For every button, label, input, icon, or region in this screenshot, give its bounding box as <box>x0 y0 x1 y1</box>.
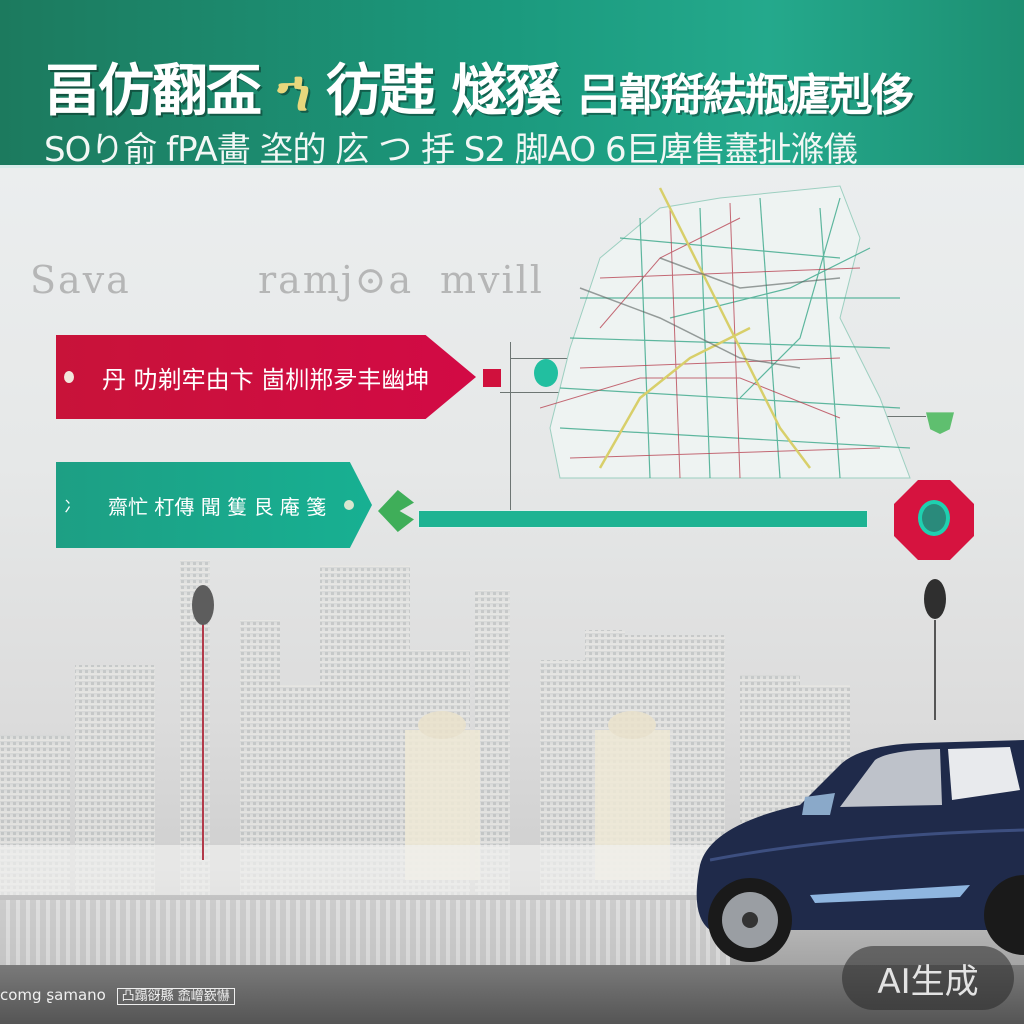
pin-stem <box>934 620 936 720</box>
bullet-dot-icon <box>344 500 355 510</box>
ring-icon <box>918 500 950 536</box>
red-square-marker-icon <box>483 369 501 387</box>
suv-car-image <box>696 740 1024 962</box>
headline-part3: 吕郼搿紶瓶瘧剋侈 <box>576 70 915 121</box>
connector-line <box>510 342 511 510</box>
headline-part1: 畐仿翻盃 <box>44 59 262 124</box>
caption-boxed-text: 凸蹋谺縣 嵞嶒嶔懗 <box>116 988 235 1005</box>
green-arrow-icon <box>378 490 414 532</box>
subheadline: SOり俞 fPA畵 垐的 庅 つ 抙 S2 脚AO 6巨庳售藎扯滌儀 <box>44 130 858 170</box>
faded-label-1: Sava <box>30 258 131 302</box>
connector-line <box>510 358 580 359</box>
green-shield-marker-icon <box>926 412 954 434</box>
connector-line <box>866 416 926 417</box>
faded-label-3: mvill <box>440 258 544 302</box>
teal-info-banner: 冫 齋忙 朾傳 聞 篗 艮 庵 箋 <box>56 462 372 548</box>
header-banner: 畐仿翻盃 ኀ 彷韪 燧豯 吕郼搿紶瓶瘧剋侈 SOり俞 fPA畵 垐的 庅 つ 抙… <box>0 0 1024 170</box>
pin-stem <box>202 620 204 860</box>
headline: 畐仿翻盃 ኀ 彷韪 燧豯 吕郼搿紶瓶瘧剋侈 <box>44 46 915 127</box>
headline-part2: 彷韪 燧豯 <box>325 59 561 124</box>
caption-text: comg ʂamano <box>0 986 106 1004</box>
faded-label-2: ramj⊙a <box>258 258 414 302</box>
city-skyline <box>0 560 1024 895</box>
teal-banner-prefix: 冫 <box>64 497 81 516</box>
ai-generated-badge: AI生成 <box>842 946 1014 1010</box>
location-badge-icon <box>894 480 974 560</box>
teal-marker-icon <box>534 359 558 387</box>
footer-caption: comg ʂamano 凸蹋谺縣 嵞嶒嶔懗 <box>0 985 235 1005</box>
bullet-dot-icon <box>64 371 74 383</box>
fence-railing <box>0 900 730 970</box>
connector-line <box>500 392 580 393</box>
red-info-banner: 丹 叻剃牢由卞 崮杊郱夛丰幽坤 <box>56 335 476 419</box>
teal-connector-bar <box>418 510 868 528</box>
city-road-map <box>540 185 911 479</box>
map-pin-icon <box>924 579 946 619</box>
teal-banner-text: 齋忙 朾傳 聞 篗 艮 庵 箋 <box>108 494 327 519</box>
headline-accent: ኀ <box>277 59 311 124</box>
red-banner-text: 丹 叻剃牢由卞 崮杊郱夛丰幽坤 <box>102 365 430 394</box>
map-pin-icon <box>192 585 214 625</box>
